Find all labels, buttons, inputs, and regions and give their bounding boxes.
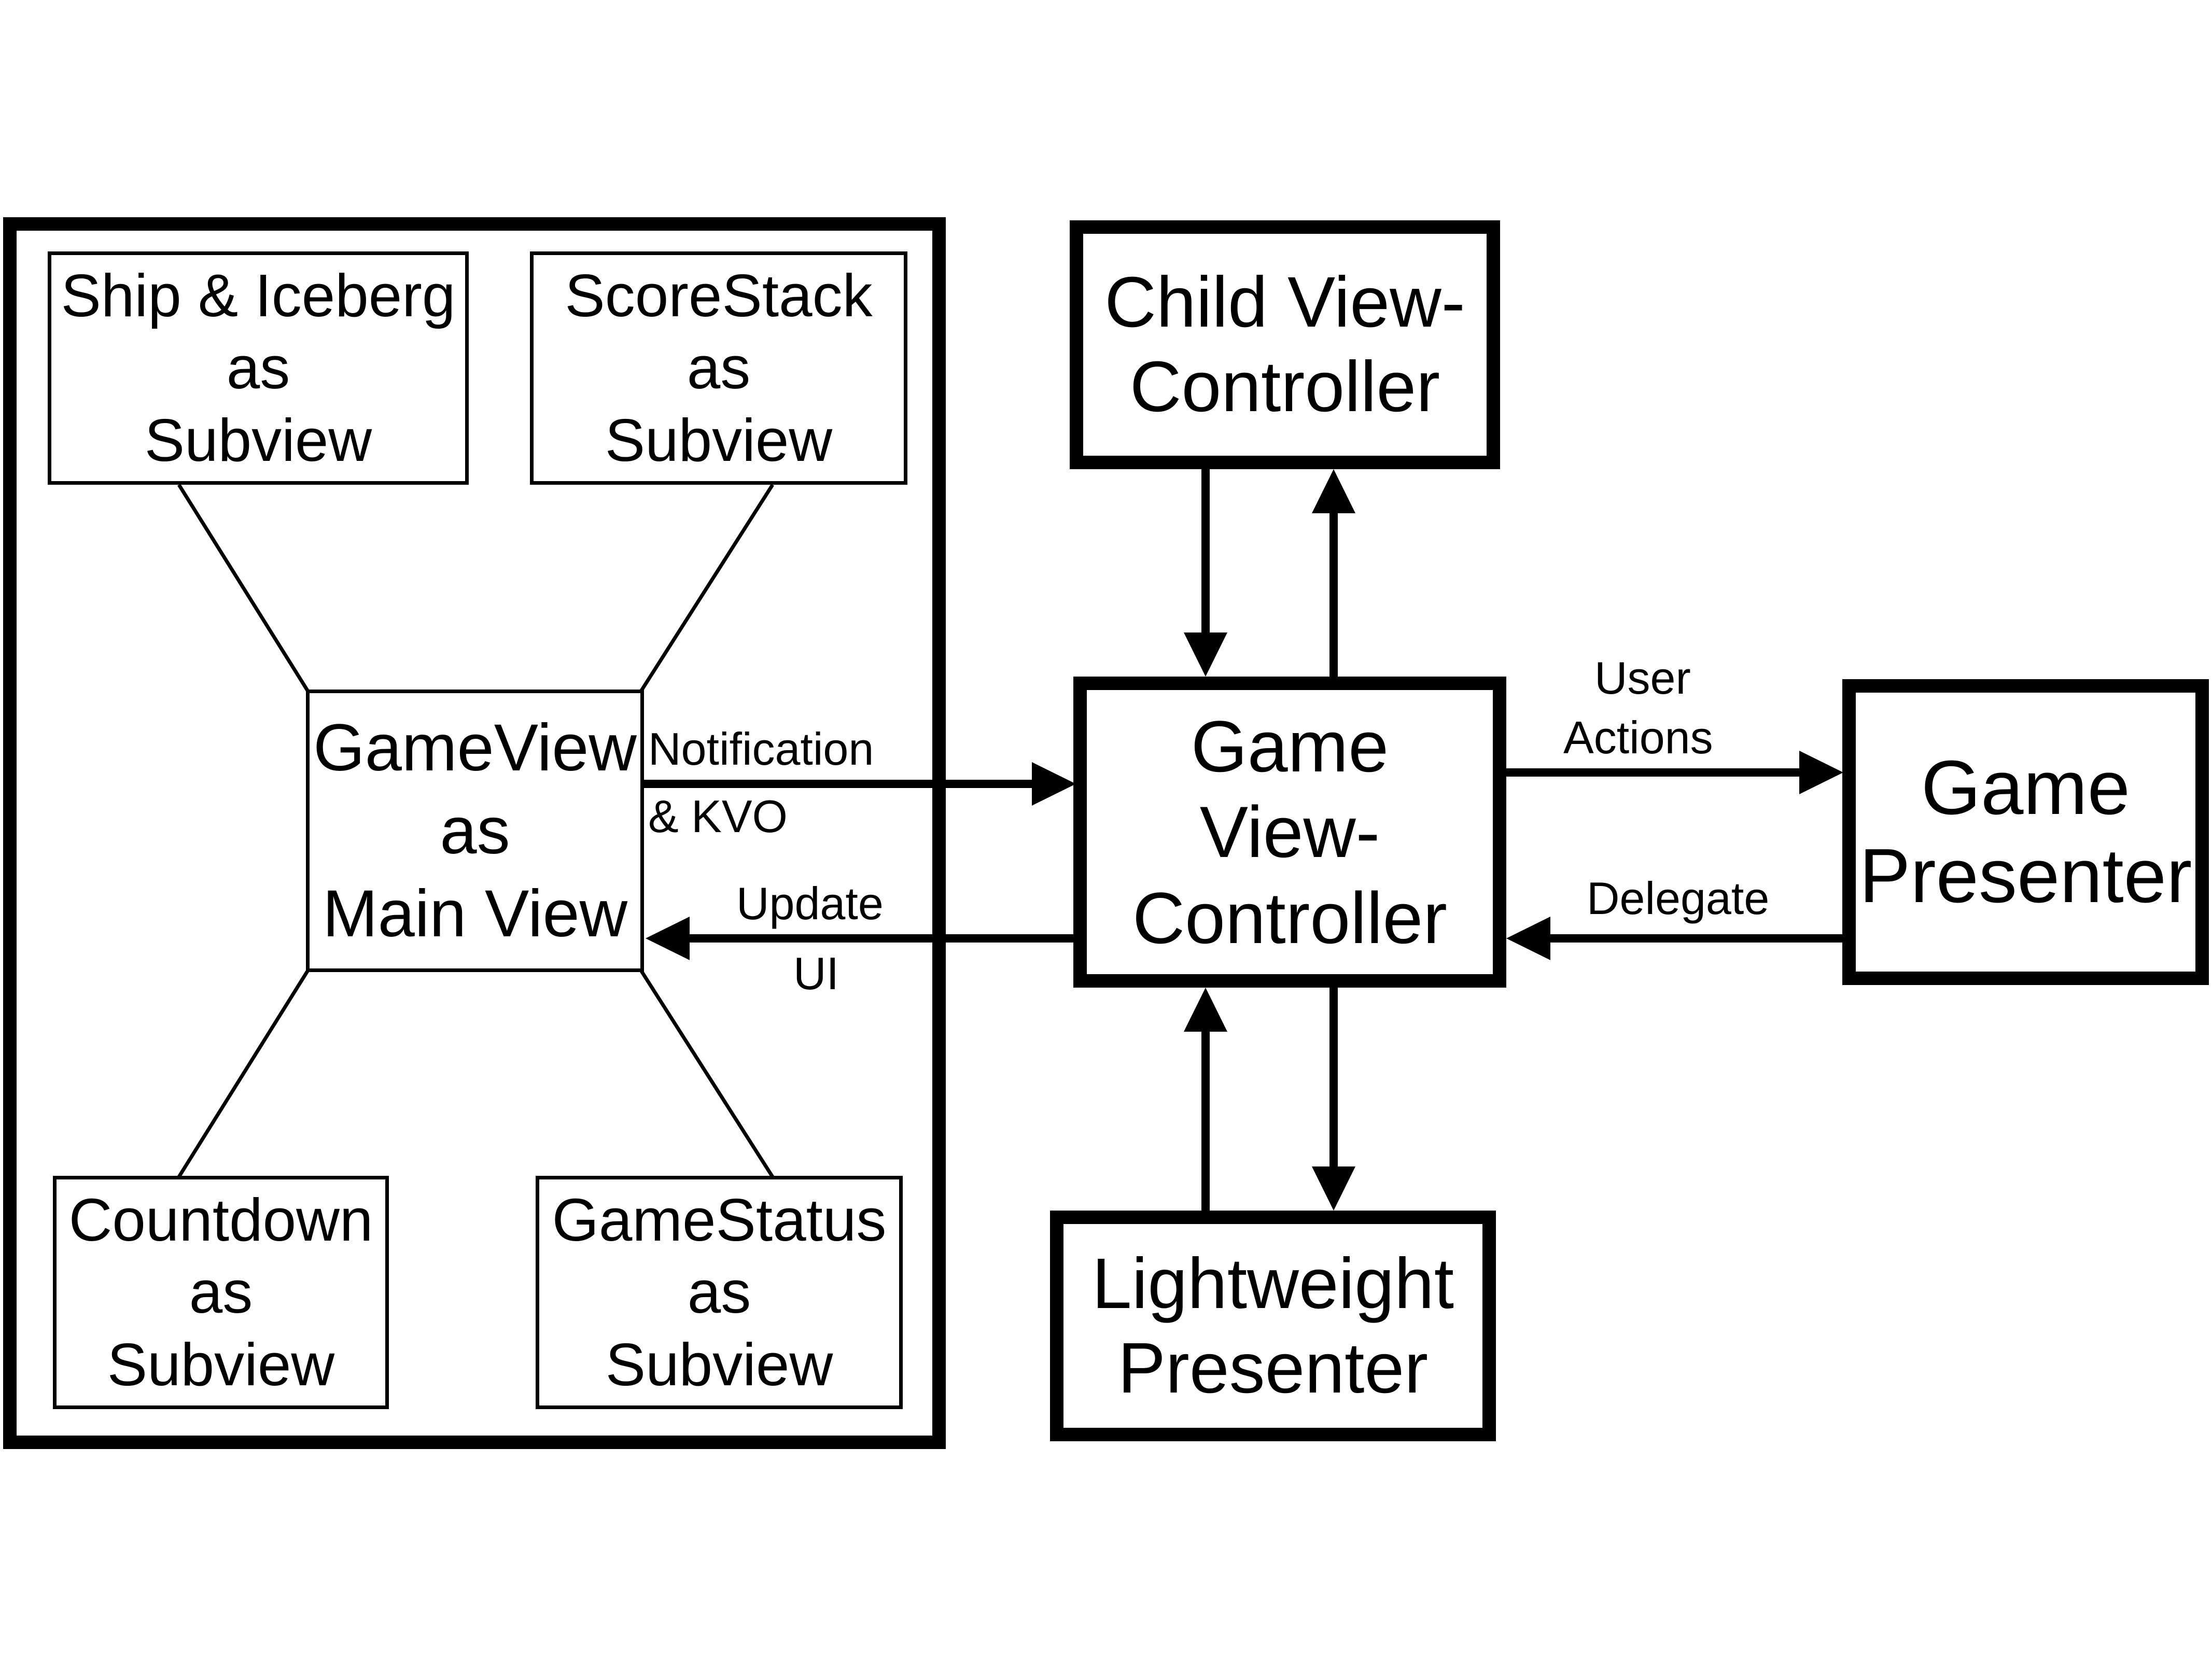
link-scorestack — [639, 484, 774, 693]
game-vc-line-3: Controller — [1132, 877, 1447, 959]
link-ship-iceberg — [177, 484, 310, 693]
game-presenter-box: Game Presenter — [1842, 679, 2209, 985]
arrowhead-delegate — [1506, 917, 1550, 960]
arrowhead-child-to-game-vc — [1184, 632, 1227, 677]
gamestatus-subview-box: GameStatus as Subview — [536, 1176, 903, 1409]
gamestatus-line-1: GameStatus — [552, 1186, 887, 1254]
link-countdown — [177, 968, 310, 1178]
scorestack-line-1: ScoreStack — [565, 262, 873, 330]
countdown-subview-box: Countdown as Subview — [53, 1176, 389, 1409]
lightweight-line-2: Presenter — [1117, 1328, 1429, 1408]
main-view-line-2: as — [440, 793, 510, 868]
child-vc-line-1: Child View- — [1104, 262, 1465, 343]
child-vc-line-2: Controller — [1129, 347, 1440, 427]
game-presenter-line-1: Game — [1921, 744, 2131, 831]
main-view-line-1: GameView — [313, 710, 637, 785]
arrowhead-game-vc-to-lightweight — [1312, 1166, 1355, 1211]
game-presenter-line-2: Presenter — [1859, 833, 2192, 919]
arrowhead-update-ui — [646, 917, 690, 960]
scorestack-line-2: as — [687, 334, 751, 402]
arrowhead-notification-kvo — [1032, 762, 1076, 806]
countdown-line-1: Countdown — [68, 1186, 373, 1254]
child-view-controller-box: Child View- Controller — [1070, 220, 1500, 469]
countdown-line-2: as — [189, 1258, 253, 1326]
ship-iceberg-line-2: as — [226, 334, 290, 402]
label-user: User — [1594, 652, 1691, 704]
countdown-line-3: Subview — [107, 1330, 335, 1398]
game-vc-line-1: Game — [1191, 706, 1389, 788]
label-ui: UI — [793, 948, 839, 999]
label-notification: Notification — [648, 723, 874, 775]
scorestack-subview-box: ScoreStack as Subview — [530, 251, 907, 485]
lightweight-presenter-box: Lightweight Presenter — [1050, 1211, 1496, 1441]
gamestatus-line-2: as — [687, 1258, 751, 1326]
main-view-line-3: Main View — [322, 876, 628, 951]
ship-iceberg-subview-box: Ship & Iceberg as Subview — [48, 251, 469, 485]
label-delegate: Delegate — [1587, 873, 1770, 924]
label-update: Update — [736, 878, 884, 929]
arrowhead-user-actions — [1799, 751, 1843, 794]
lightweight-line-1: Lightweight — [1091, 1243, 1454, 1324]
game-view-controller-box: Game View- Controller — [1073, 677, 1506, 988]
game-vc-line-2: View- — [1199, 791, 1380, 873]
label-kvo: & KVO — [648, 791, 788, 842]
arrowhead-lightweight-to-game-vc — [1184, 988, 1227, 1032]
ship-iceberg-line-3: Subview — [144, 406, 372, 474]
link-gamestatus — [639, 968, 774, 1178]
label-actions: Actions — [1563, 712, 1713, 763]
ship-iceberg-line-1: Ship & Iceberg — [61, 262, 456, 330]
gamestatus-line-3: Subview — [605, 1330, 833, 1398]
scorestack-line-3: Subview — [605, 406, 833, 474]
arrowhead-game-vc-to-child — [1312, 469, 1355, 513]
view-layer-frame — [3, 217, 946, 1449]
gameview-main-view-box: GameView as Main View — [306, 690, 644, 972]
